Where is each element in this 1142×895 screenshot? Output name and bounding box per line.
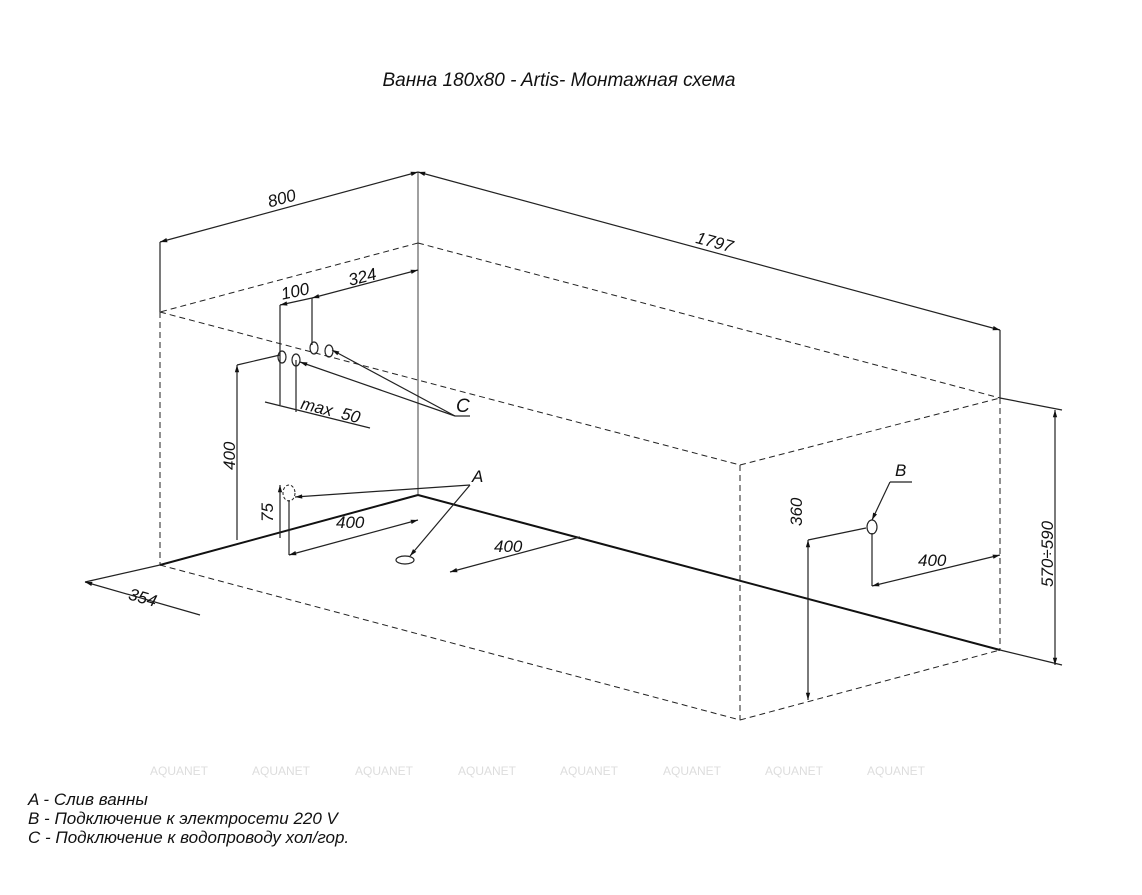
- drain-a-floor: [395, 555, 415, 565]
- svg-text:AQUANET: AQUANET: [560, 764, 619, 778]
- pipe-c4: [324, 344, 334, 358]
- dim-height: 570÷590: [1038, 520, 1057, 587]
- pipe-c3: [309, 341, 319, 355]
- dim-max-50: max 50: [299, 394, 363, 427]
- svg-text:AQUANET: AQUANET: [355, 764, 414, 778]
- drain-a-wall: [282, 484, 296, 502]
- dimension-lines: [84, 171, 1063, 700]
- legend-item-c: C - Подключение к водопроводу хол/гор.: [28, 828, 350, 847]
- legend: A - Слив ванны B - Подключение к электро…: [28, 790, 349, 847]
- pipe-c2: [291, 353, 301, 367]
- dim-100: 100: [279, 279, 311, 304]
- dim-400-center: 400: [494, 537, 523, 556]
- dim-324: 324: [346, 265, 378, 290]
- pipe-c1: [277, 350, 287, 364]
- dim-360: 360: [787, 497, 806, 526]
- dimension-labels: 800 1797 570÷590 360 400 400 75 400 400 …: [126, 186, 1057, 611]
- dim-400-vertical: 400: [220, 441, 239, 470]
- dim-400-floor: 400: [336, 513, 365, 532]
- marker-c: C: [456, 396, 470, 417]
- marker-a: A: [471, 467, 483, 486]
- diagram-title: Ванна 180x80 - Artis- Монтажная схема: [382, 70, 736, 91]
- dim-354: 354: [126, 585, 159, 611]
- dim-800: 800: [266, 186, 299, 212]
- svg-text:AQUANET: AQUANET: [150, 764, 209, 778]
- watermark-row: AQUANET AQUANET AQUANET AQUANET AQUANET …: [150, 764, 926, 778]
- marker-b: B: [895, 461, 906, 480]
- dim-400-right: 400: [918, 551, 947, 570]
- bathtub-outline: [159, 172, 1001, 721]
- legend-item-b: B - Подключение к электросети 220 V: [28, 809, 338, 828]
- legend-item-a: A - Слив ванны: [28, 790, 148, 809]
- dim-75: 75: [258, 503, 277, 522]
- svg-text:AQUANET: AQUANET: [663, 764, 722, 778]
- connection-points: [277, 341, 878, 565]
- electric-b: [866, 519, 878, 535]
- svg-text:AQUANET: AQUANET: [867, 764, 926, 778]
- svg-text:AQUANET: AQUANET: [252, 764, 311, 778]
- svg-text:AQUANET: AQUANET: [765, 764, 824, 778]
- svg-text:AQUANET: AQUANET: [458, 764, 517, 778]
